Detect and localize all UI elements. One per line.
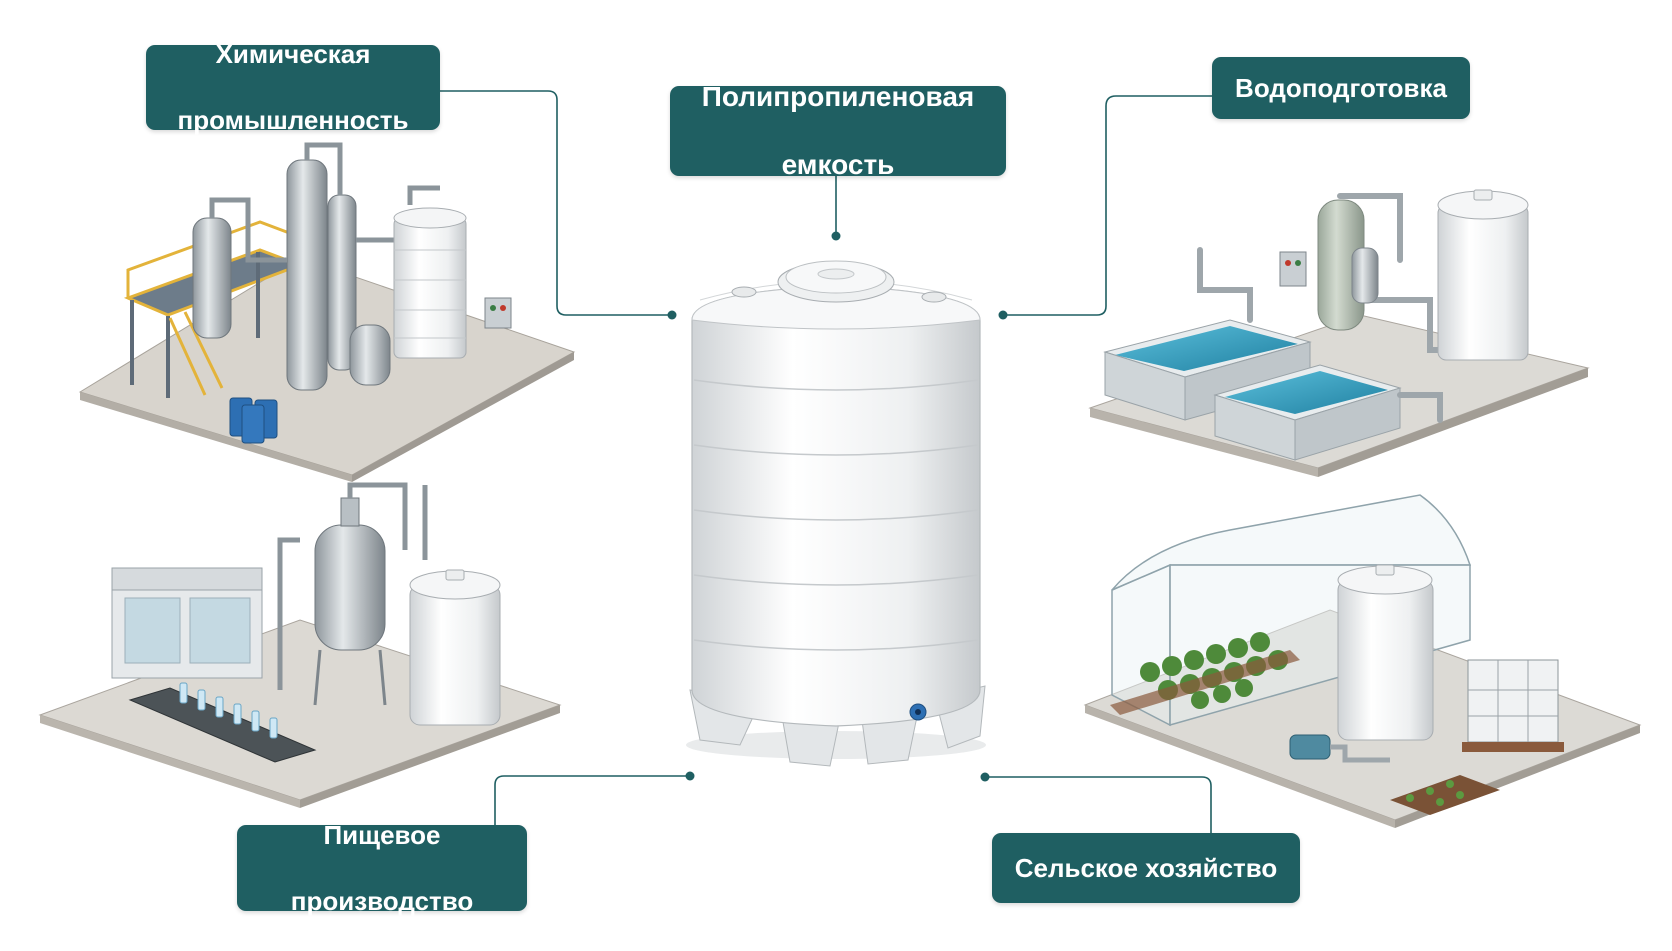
connectors: [440, 90, 1212, 833]
label-chemical-industry: Химическая промышленность: [146, 39, 440, 135]
connector-water: [1003, 95, 1212, 316]
mixing-tank: [314, 524, 386, 651]
ibc-container: [1467, 659, 1559, 743]
label-agriculture: Сельское хозяйство: [992, 833, 1300, 903]
storage-tank: [1337, 579, 1434, 741]
label-chemical-line1: Химическая: [215, 39, 371, 69]
reactor-vessel: [192, 217, 232, 339]
connector-food: [494, 775, 690, 825]
connector-dot: [685, 771, 695, 781]
label-chemical-line2: промышленность: [177, 105, 409, 135]
food-production-illustration: [38, 482, 562, 808]
label-food-line2: производство: [290, 885, 474, 916]
storage-tank: [409, 584, 501, 726]
polypropylene-tank-illustration: [686, 260, 986, 767]
label-center-line2: емкость: [781, 149, 895, 180]
storage-tank: [1437, 204, 1529, 361]
connector-agriculture: [985, 776, 1212, 833]
label-food-line1: Пищевое: [323, 819, 441, 850]
tank-body: [691, 285, 981, 727]
connector-dot: [667, 310, 677, 320]
label-food-production: Пищевое производство: [237, 820, 527, 916]
agriculture-illustration: [1083, 494, 1642, 828]
connector-chemical: [440, 90, 672, 316]
connector-dot: [831, 231, 841, 241]
chemical-plant-illustration: [78, 142, 576, 482]
distillation-column: [286, 159, 328, 391]
label-polypropylene-tank: Полипропиленовая емкость: [670, 81, 1006, 180]
label-agriculture-line1: Сельское хозяйство: [1014, 852, 1278, 883]
label-water-line1: Водоподготовка: [1235, 72, 1447, 103]
conveyor: [128, 687, 317, 763]
water-treatment-illustration: [1088, 189, 1590, 477]
connector-dot: [998, 310, 1008, 320]
label-water-treatment: Водоподготовка: [1212, 57, 1470, 119]
barrels: [229, 397, 278, 444]
label-center-line1: Полипропиленовая: [701, 81, 975, 112]
connector-dots: [667, 231, 1008, 782]
pump: [1289, 734, 1331, 760]
storage-tank: [393, 217, 467, 359]
connector-dot: [980, 772, 990, 782]
